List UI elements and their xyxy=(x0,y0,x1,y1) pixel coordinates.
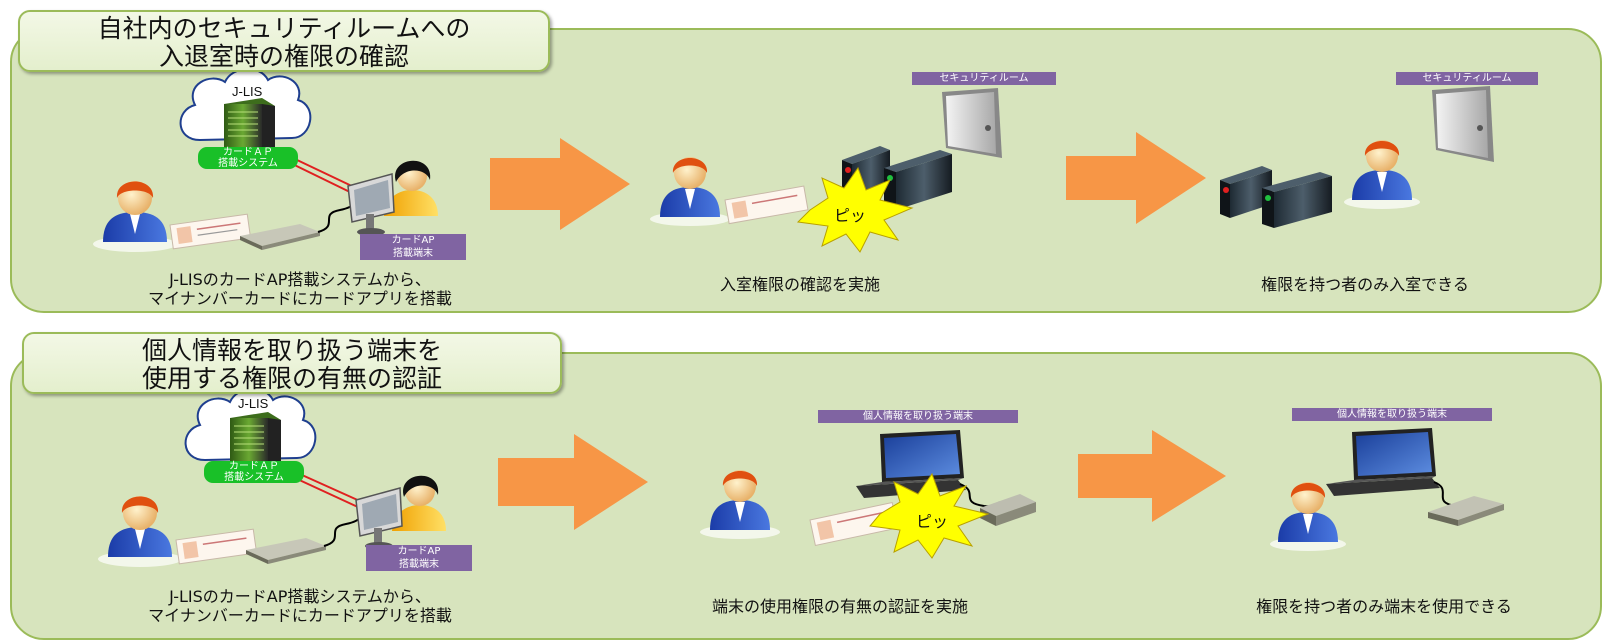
cloud-label: J-LIS xyxy=(238,396,269,411)
caption-line: J-LISのカードAP搭載システムから、 xyxy=(169,270,431,289)
laptop-icon xyxy=(856,430,966,498)
server-label-line: 搭載システム xyxy=(224,472,284,483)
arrow-right-icon xyxy=(1066,132,1206,224)
terminal-label-line: カードAP xyxy=(397,546,441,557)
room-label: セキュリティルーム xyxy=(912,72,1056,85)
step-caption: 入室権限の確認を実施 xyxy=(719,275,880,294)
beep-burst xyxy=(869,472,990,559)
card-reader xyxy=(240,224,320,250)
server-icon xyxy=(224,98,275,152)
arrow-right-icon xyxy=(1078,430,1226,522)
card-reader xyxy=(980,494,1036,526)
title-line: 自社内のセキュリティルームへの xyxy=(97,14,471,43)
title-line: 個人情報を取り扱う端末を xyxy=(141,336,442,365)
step-caption: J-LISのカードAP搭載システムから、 マイナンバーカードにカードアプリを搭載 xyxy=(90,270,510,308)
user-icon xyxy=(650,157,730,226)
user-icon xyxy=(1344,140,1420,209)
operator-icon xyxy=(384,160,438,216)
beep-burst xyxy=(796,166,914,253)
door-icon xyxy=(1432,86,1494,162)
arrow-right-icon xyxy=(498,434,648,530)
operator-icon xyxy=(392,475,446,531)
step-caption: 権限を持つ者のみ入室できる xyxy=(1261,275,1469,294)
card-reader xyxy=(1428,496,1504,526)
monitor-icon xyxy=(355,487,403,550)
arrow-right-icon xyxy=(490,138,630,230)
user-icon xyxy=(98,496,182,567)
step-caption: 権限を持つ者のみ端末を使用できる xyxy=(1256,597,1512,616)
my-number-card xyxy=(809,501,899,547)
beep-text: ピッ xyxy=(834,206,867,225)
server-label-line: 搭載システム xyxy=(218,158,278,169)
terminal-label-line: 搭載端末 xyxy=(393,248,433,259)
server-label-line: カードＡＰ xyxy=(223,147,273,158)
step-caption: 端末の使用権限の有無の認証を実施 xyxy=(711,597,968,616)
server-label: カードＡＰ 搭載システム xyxy=(198,147,298,169)
caption-line: マイナンバーカードにカードアプリを搭載 xyxy=(148,289,452,308)
cloud-label: J-LIS xyxy=(232,84,263,99)
title-line: 入退室時の権限の確認 xyxy=(158,42,409,71)
server-label: カードＡＰ 搭載システム xyxy=(204,461,304,483)
terminal-label: カードAP 搭載端末 xyxy=(360,234,466,260)
step-caption: J-LISのカードAP搭載システムから、 マイナンバーカードにカードアプリを搭載 xyxy=(90,587,510,625)
beep-text: ピッ xyxy=(916,512,949,531)
monitor-icon xyxy=(347,173,395,236)
panel-title: 自社内のセキュリティルームへの 入退室時の権限の確認 xyxy=(18,10,550,72)
pc-label: 個人情報を取り扱う端末 xyxy=(1292,408,1492,421)
terminal-label: カードAP 搭載端末 xyxy=(366,545,472,571)
panel-title: 個人情報を取り扱う端末を 使用する権限の有無の認証 xyxy=(22,332,562,394)
user-icon xyxy=(1270,482,1346,551)
server-label-line: カードＡＰ xyxy=(229,461,279,472)
room-label: セキュリティルーム xyxy=(1396,72,1538,85)
my-number-card xyxy=(175,528,258,565)
terminal-label-line: カードAP xyxy=(391,235,435,246)
terminal-label-line: 搭載端末 xyxy=(399,559,439,570)
caption-line: J-LISのカードAP搭載システムから、 xyxy=(169,587,431,606)
my-number-card xyxy=(724,185,809,225)
security-gate xyxy=(1220,166,1332,228)
pc-label: 個人情報を取り扱う端末 xyxy=(818,410,1018,423)
door-icon xyxy=(942,88,1002,158)
user-icon xyxy=(700,470,780,539)
my-number-card xyxy=(169,213,252,250)
card-reader xyxy=(246,538,326,564)
laptop-icon xyxy=(1326,428,1440,496)
caption-line: マイナンバーカードにカードアプリを搭載 xyxy=(148,606,452,625)
server-icon xyxy=(230,412,281,466)
user-icon xyxy=(93,181,177,252)
panel-security-room xyxy=(10,28,1602,313)
title-line: 使用する権限の有無の認証 xyxy=(141,364,442,393)
